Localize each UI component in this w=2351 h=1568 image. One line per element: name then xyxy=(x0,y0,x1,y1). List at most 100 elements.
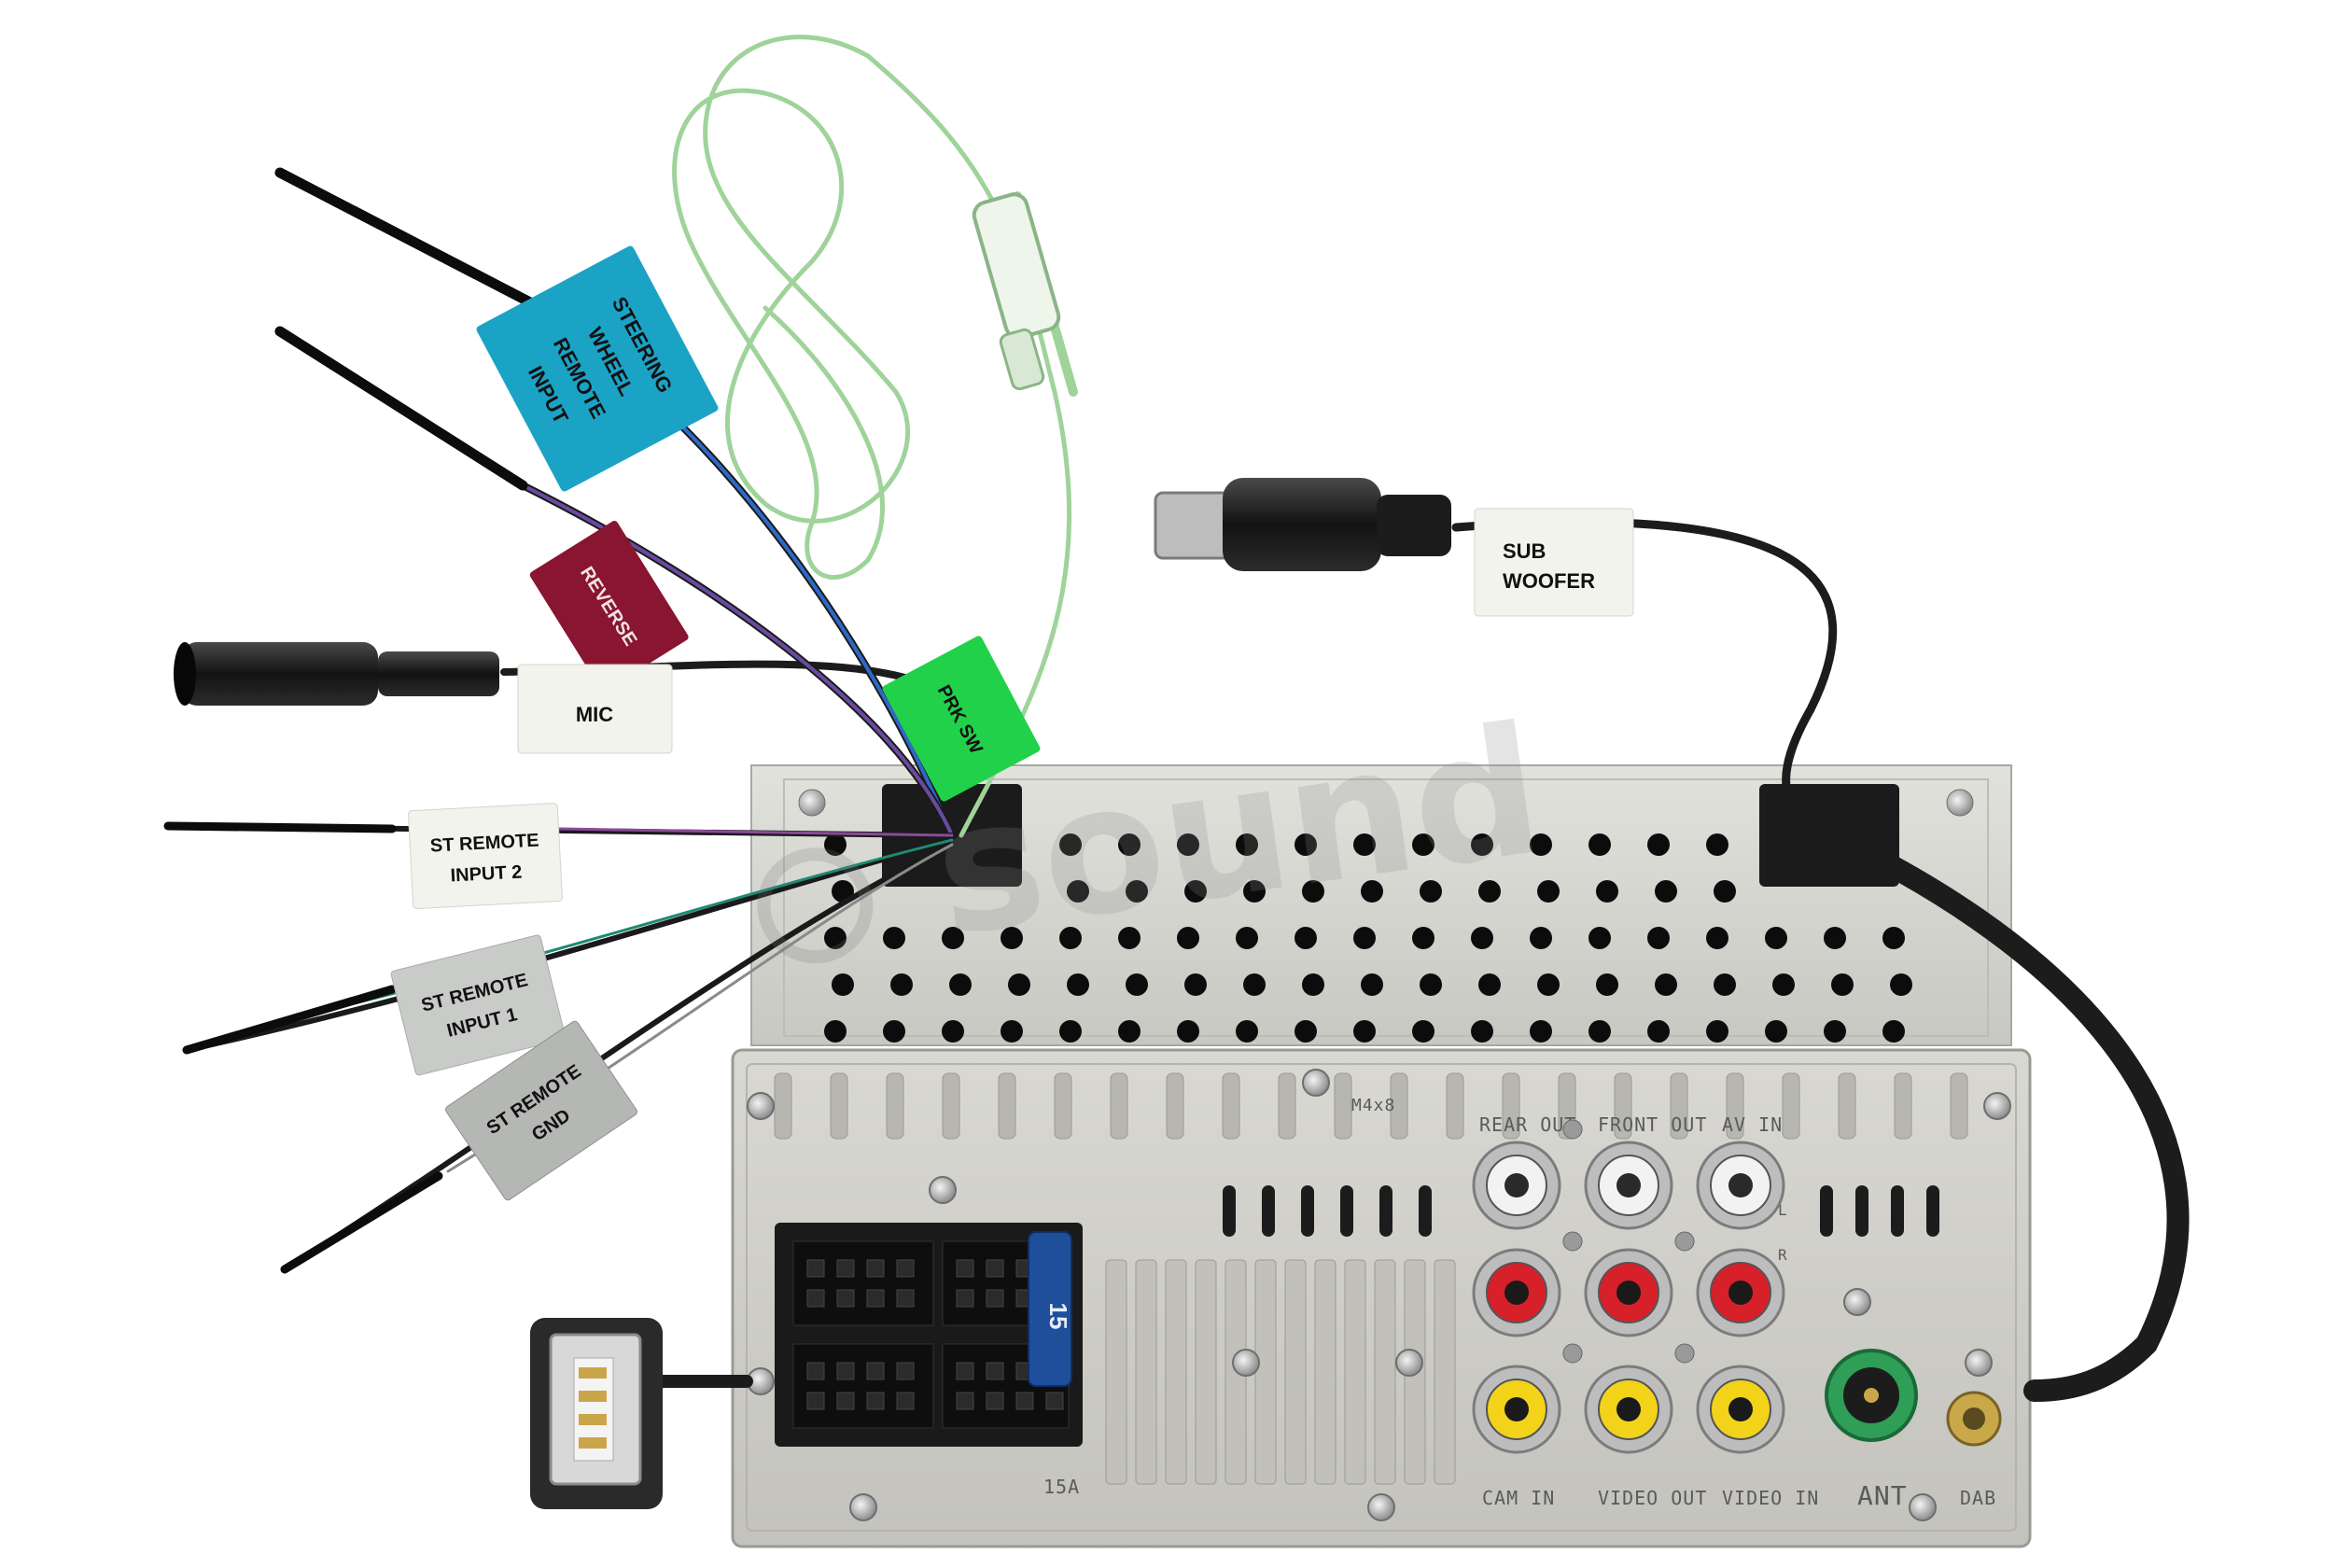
rib xyxy=(1838,1072,1856,1140)
vent-hole xyxy=(1772,973,1795,996)
iso-pin xyxy=(806,1362,825,1380)
iso-pin xyxy=(836,1362,855,1380)
dab-jack xyxy=(1946,1391,2002,1447)
tag-st-remote-gnd: ST REMOTE GND xyxy=(445,1020,637,1201)
vent-hole xyxy=(1596,880,1618,903)
vent-hole xyxy=(1001,1020,1023,1043)
vent-hole xyxy=(1530,833,1552,856)
vent-hole xyxy=(1537,973,1560,996)
rca-jack-center xyxy=(1728,1281,1753,1305)
rib xyxy=(1054,1072,1072,1140)
vent-hole xyxy=(1059,1020,1082,1043)
vent-hole xyxy=(1353,1020,1376,1043)
vent-hole xyxy=(1647,927,1670,949)
rib xyxy=(1222,1072,1240,1140)
inline-fuse-holder xyxy=(972,192,1061,391)
iso-pin xyxy=(986,1289,1004,1308)
vent-hole xyxy=(1588,927,1611,949)
rib xyxy=(998,1072,1016,1140)
video-out-print: VIDEO OUT xyxy=(1598,1487,1707,1509)
iso-pin xyxy=(896,1259,915,1278)
iso-pin xyxy=(866,1289,885,1308)
vent-hole xyxy=(1765,1020,1787,1043)
vent-hole xyxy=(1471,927,1493,949)
slot xyxy=(1855,1185,1868,1237)
rib xyxy=(1950,1072,1968,1140)
vent-hole xyxy=(1353,833,1376,856)
iso-pin xyxy=(986,1259,1004,1278)
panel-screw xyxy=(929,1176,957,1204)
vent-hole xyxy=(1294,1020,1317,1043)
chassis-screw xyxy=(798,789,826,817)
panel-screw xyxy=(1983,1092,2011,1120)
vent-hole xyxy=(1118,927,1141,949)
vent-hole xyxy=(1302,973,1324,996)
vent-hole xyxy=(1530,1020,1552,1043)
iso-pin xyxy=(866,1392,885,1410)
panel-screws xyxy=(747,1069,2011,1521)
panel-screw xyxy=(849,1493,877,1521)
vent-hole xyxy=(890,973,913,996)
heat-sink-fin xyxy=(1314,1259,1336,1485)
rib xyxy=(1278,1072,1296,1140)
vent-hole xyxy=(1412,833,1434,856)
vent-hole xyxy=(1831,973,1854,996)
iso-pin xyxy=(956,1259,974,1278)
vent-hole xyxy=(1008,973,1030,996)
rib xyxy=(1446,1072,1464,1140)
vent-hole xyxy=(1184,880,1207,903)
vent-hole xyxy=(1530,927,1552,949)
vent-hole xyxy=(1655,973,1677,996)
mic-jack xyxy=(174,642,499,706)
rca-screw xyxy=(1674,1343,1695,1364)
tag-reverse: REVERSE xyxy=(529,521,689,692)
iso-pin xyxy=(836,1289,855,1308)
tag-sub-line-2: WOOFER xyxy=(1503,569,1595,593)
rca-screw xyxy=(1562,1119,1583,1140)
slot xyxy=(1301,1185,1314,1237)
subwoofer-rca-plug xyxy=(1154,478,1451,571)
vent-hole xyxy=(1177,833,1199,856)
vent-hole xyxy=(1588,833,1611,856)
rib xyxy=(886,1072,904,1140)
vent-hole xyxy=(1706,833,1728,856)
vent-hole xyxy=(1714,880,1736,903)
vent-hole xyxy=(1177,1020,1199,1043)
vent-hole xyxy=(1126,880,1148,903)
iso-pin xyxy=(896,1392,915,1410)
panel-screw xyxy=(1843,1288,1871,1316)
vent-hole xyxy=(1596,973,1618,996)
vent-hole xyxy=(1478,973,1501,996)
iso-pin xyxy=(836,1259,855,1278)
vent-hole xyxy=(1353,927,1376,949)
slot xyxy=(1419,1185,1432,1237)
rca-screw xyxy=(1562,1343,1583,1364)
vent-hole xyxy=(1059,927,1082,949)
rca-screw xyxy=(1562,1231,1583,1252)
iso-pin xyxy=(896,1289,915,1308)
usb-plug xyxy=(530,1318,663,1509)
slot xyxy=(1340,1185,1353,1237)
tag-sub-line-1: SUB xyxy=(1503,539,1546,563)
vent-hole xyxy=(1243,973,1266,996)
vent-hole xyxy=(1706,1020,1728,1043)
panel-screw xyxy=(1367,1493,1395,1521)
vent-hole xyxy=(1420,973,1442,996)
heat-sink xyxy=(1105,1259,1456,1485)
fuse: 15 xyxy=(1028,1231,1072,1387)
fuse-label: 15 xyxy=(1044,1303,1072,1330)
vent-hole xyxy=(949,973,972,996)
rca-jack-center xyxy=(1728,1173,1753,1197)
dab-print: DAB xyxy=(1960,1487,1996,1509)
tag-sub-woofer: SUB WOOFER xyxy=(1474,508,1634,617)
rib xyxy=(1110,1072,1128,1140)
rca-jack-center xyxy=(1616,1173,1641,1197)
vent-hole xyxy=(1294,927,1317,949)
rib xyxy=(942,1072,960,1140)
iso-pin xyxy=(956,1392,974,1410)
iso-pin xyxy=(956,1289,974,1308)
vent-hole xyxy=(1824,1020,1846,1043)
tag-mic-text: MIC xyxy=(576,703,613,726)
vent-hole xyxy=(1882,927,1905,949)
vent-hole xyxy=(1412,927,1434,949)
